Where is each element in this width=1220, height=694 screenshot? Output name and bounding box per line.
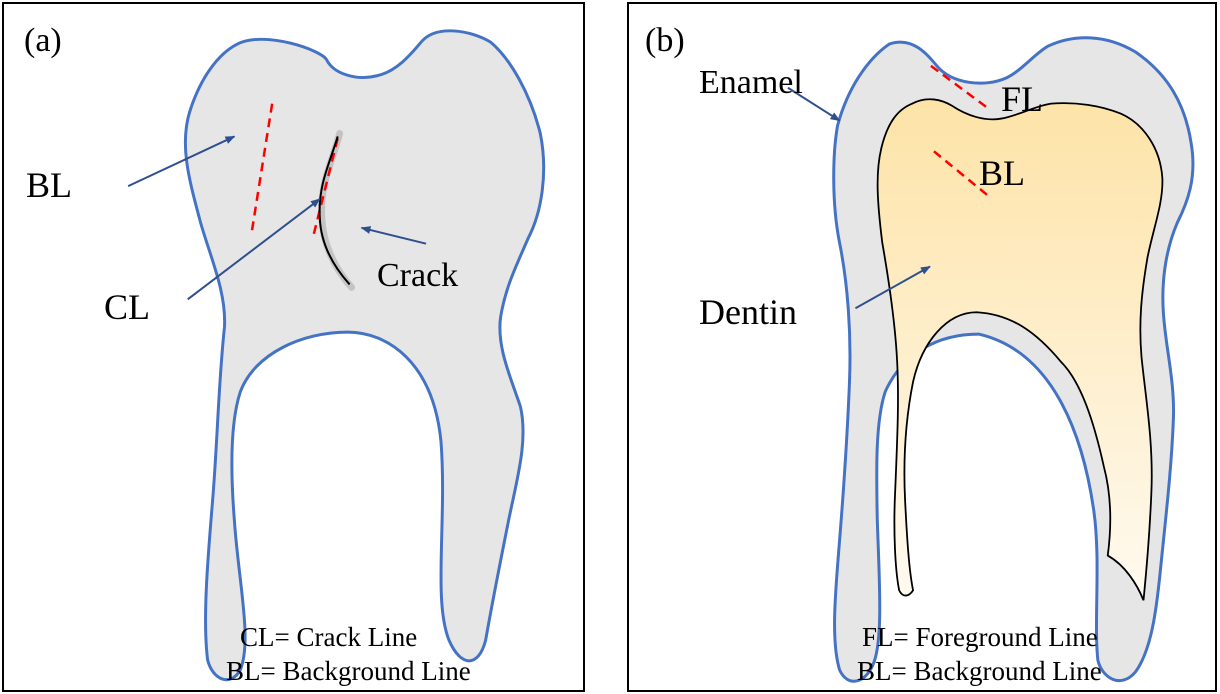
panel-a: (a) BL CL Crack CL= Crack Line BL= Backg… (2, 2, 585, 692)
label-fl: FL (1001, 81, 1043, 117)
label-bl: BL (26, 167, 72, 203)
tooth-diagram-b (629, 4, 1215, 690)
label-cl: CL (104, 289, 150, 325)
legend-line-1: CL= Crack Line (240, 624, 417, 651)
legend-line-2: BL= Background Line (226, 658, 471, 685)
panel-b: (b) Enamel FL BL Dentin FL= Foreground L… (627, 2, 1217, 692)
legend-line-1: FL= Foreground Line (862, 624, 1098, 651)
label-crack: Crack (377, 259, 458, 293)
legend-line-2: BL= Background Line (857, 658, 1102, 685)
panel-tag: (b) (645, 24, 685, 58)
label-bl: BL (979, 155, 1025, 191)
panel-tag: (a) (24, 24, 62, 58)
tooth-outline (185, 31, 543, 680)
label-dentin: Dentin (699, 294, 797, 330)
label-enamel: Enamel (699, 66, 803, 100)
tooth-diagram-a (4, 4, 583, 690)
